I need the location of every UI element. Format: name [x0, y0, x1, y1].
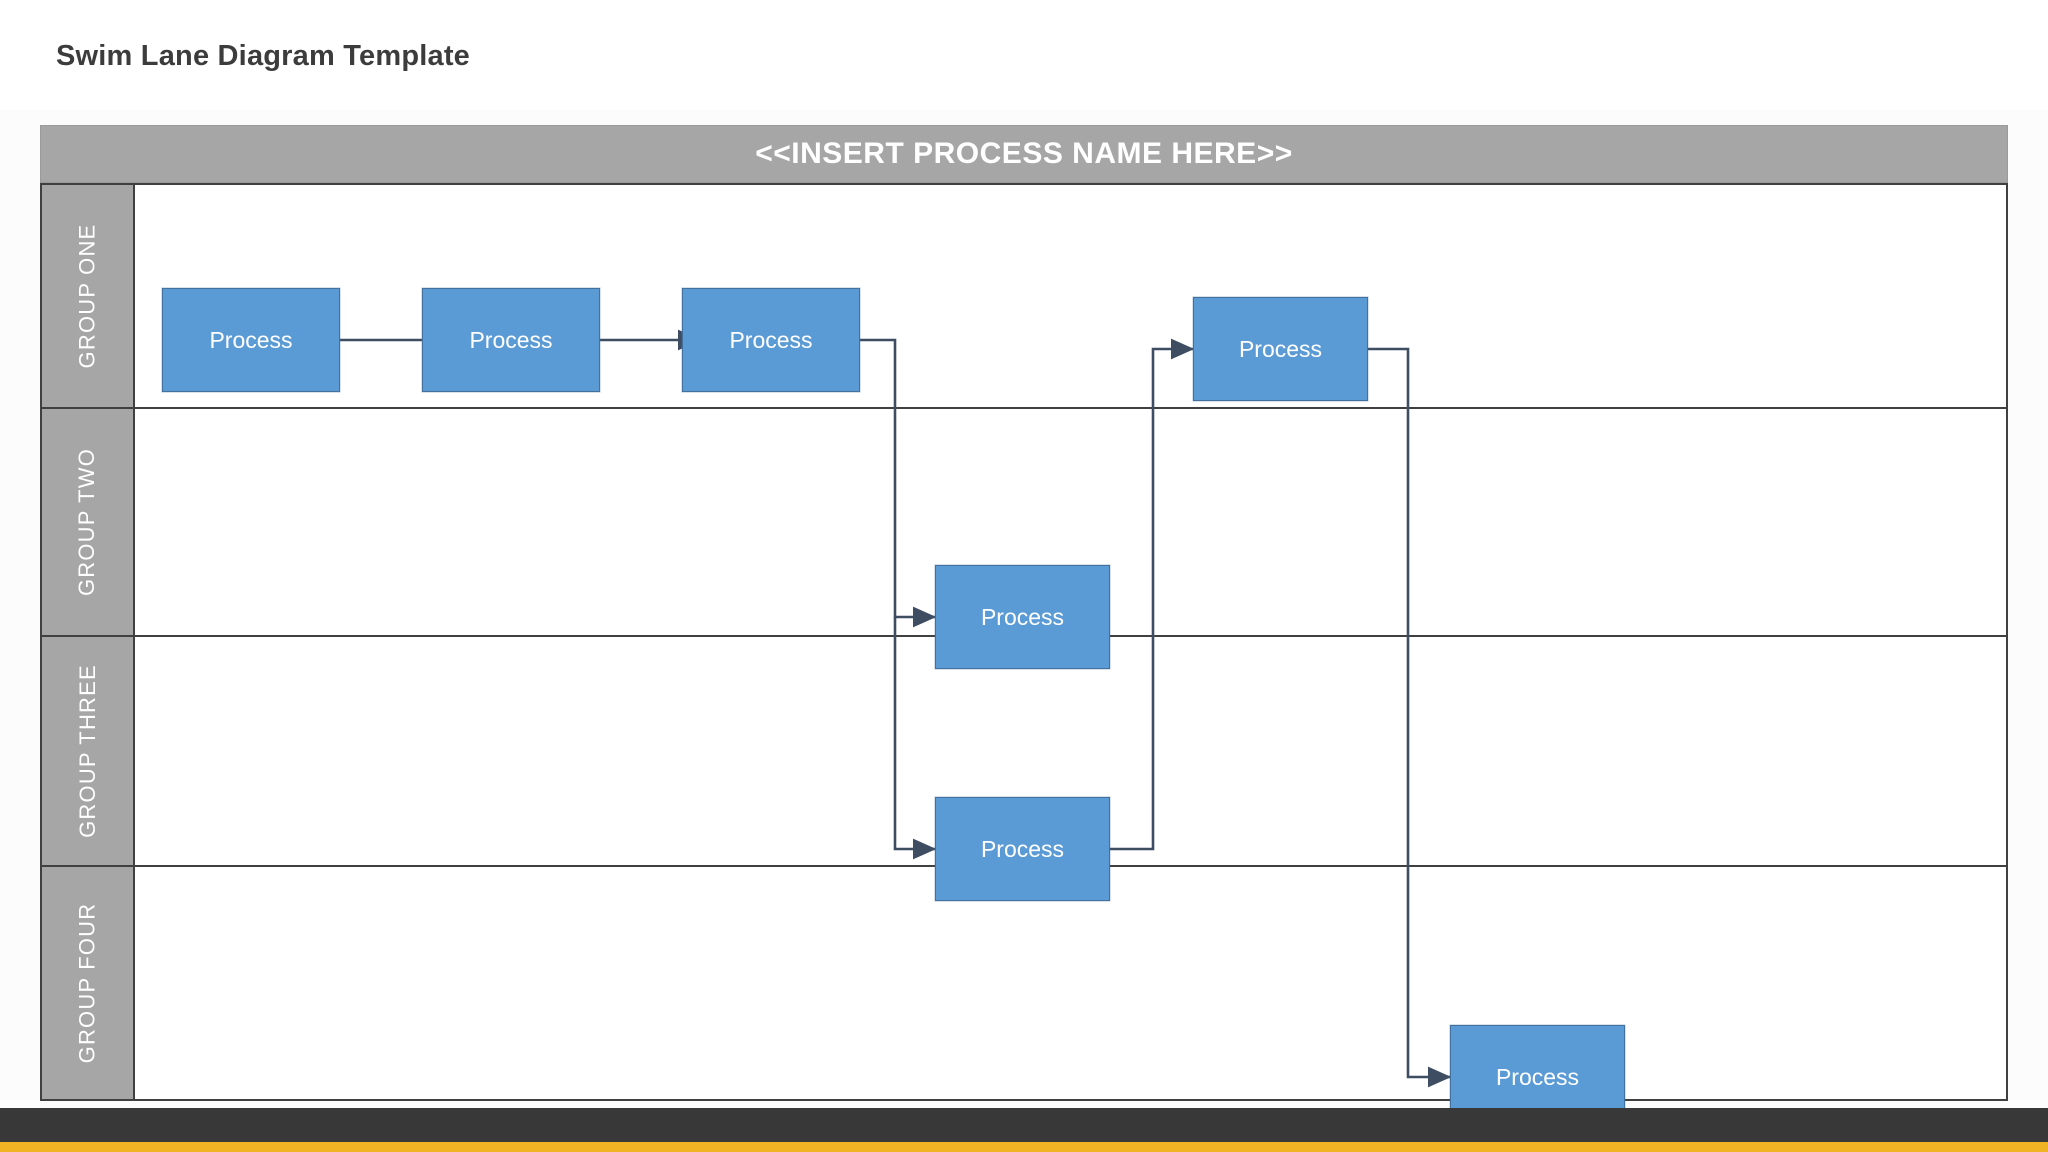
- process-box-p2[interactable]: Process: [422, 288, 600, 392]
- footer-accent-bar: [0, 1142, 2048, 1152]
- process-box-label: Process: [209, 326, 293, 353]
- process-box-label: Process: [1238, 335, 1323, 362]
- diagram-canvas: <<INSERT PROCESS NAME HERE>> GROUP ONE G…: [0, 110, 2048, 1129]
- process-box-label: Process: [469, 326, 553, 353]
- process-box-p3[interactable]: Process: [682, 288, 860, 392]
- process-box-label: Process: [980, 835, 1065, 862]
- process-box-label: Process: [980, 603, 1065, 630]
- lane-label-group-three: GROUP THREE: [74, 664, 100, 838]
- page-title: Swim Lane Diagram Template: [56, 40, 471, 72]
- lane-body-group-four: [135, 867, 2006, 1099]
- swim-lane-diagram: <<INSERT PROCESS NAME HERE>> GROUP ONE G…: [40, 125, 2008, 1129]
- process-name-banner[interactable]: <<INSERT PROCESS NAME HERE>>: [40, 125, 2008, 183]
- process-box-p4[interactable]: Process: [1193, 297, 1368, 401]
- lane-grid: GROUP ONE GROUP TWO GROUP THREE: [40, 183, 2008, 1101]
- lane-body-group-one: [135, 185, 2006, 407]
- lane-header-group-three[interactable]: GROUP THREE: [42, 637, 135, 865]
- lane-label-group-one: GROUP ONE: [74, 223, 100, 369]
- process-box-label: Process: [729, 326, 813, 353]
- swim-lane-group-one: GROUP ONE: [40, 183, 2008, 407]
- lane-header-group-one[interactable]: GROUP ONE: [42, 185, 135, 407]
- process-box-p1[interactable]: Process: [162, 288, 340, 392]
- lane-label-group-four: GROUP FOUR: [74, 902, 100, 1064]
- process-box-p6[interactable]: Process: [935, 797, 1110, 901]
- lane-header-group-four[interactable]: GROUP FOUR: [42, 867, 135, 1099]
- footer-bar: [0, 1108, 2048, 1142]
- process-box-label: Process: [1495, 1063, 1580, 1090]
- lane-header-group-two[interactable]: GROUP TWO: [42, 409, 135, 635]
- lane-label-group-two: GROUP TWO: [74, 447, 100, 597]
- swim-lane-group-four: GROUP FOUR: [40, 865, 2008, 1101]
- process-box-p5[interactable]: Process: [935, 565, 1110, 669]
